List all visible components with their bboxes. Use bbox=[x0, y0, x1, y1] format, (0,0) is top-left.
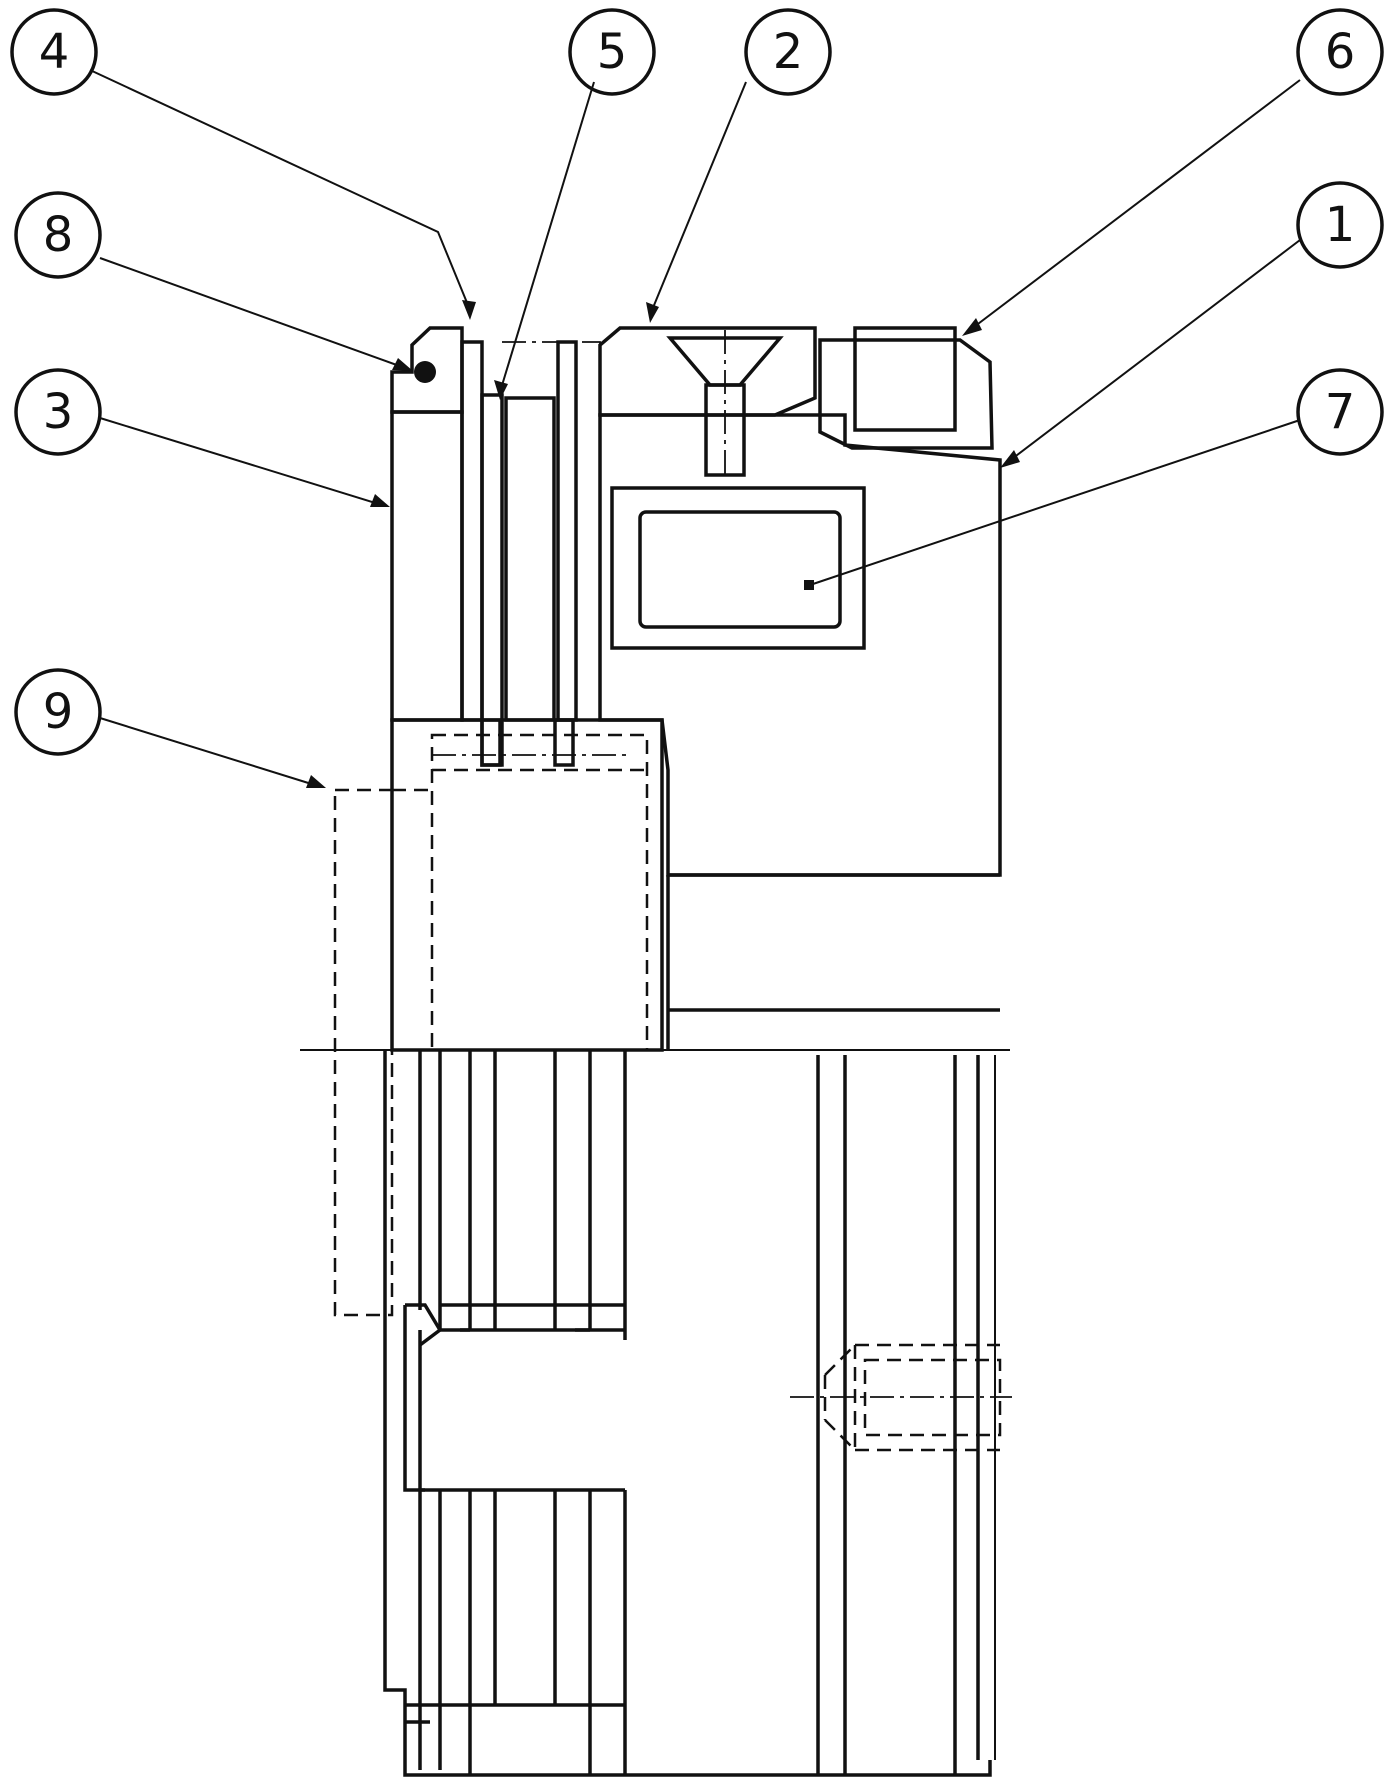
callout-label-1: 1 bbox=[1325, 197, 1356, 253]
part-7-coil bbox=[610, 486, 866, 650]
friction-disc-strips bbox=[460, 340, 578, 767]
leader-lines bbox=[89, 69, 1301, 788]
set-screw-hidden bbox=[790, 1343, 1012, 1452]
callout-4: 4 bbox=[10, 8, 98, 96]
part-1-magnet-body bbox=[598, 413, 1002, 877]
upper-section-view bbox=[333, 326, 1002, 1317]
shaft-bore-band bbox=[666, 873, 1000, 1050]
callout-label-9: 9 bbox=[43, 684, 74, 740]
part-2-armature bbox=[598, 326, 817, 480]
part-3-flange bbox=[390, 410, 464, 722]
o-ring-seal bbox=[414, 361, 436, 383]
callout-label-8: 8 bbox=[43, 207, 74, 263]
callout-9: 9 bbox=[14, 668, 102, 756]
callout-6: 6 bbox=[1296, 8, 1384, 96]
callout-label-6: 6 bbox=[1325, 24, 1356, 80]
callout-label-5: 5 bbox=[597, 24, 628, 80]
callout-8: 8 bbox=[14, 191, 102, 279]
callout-label-4: 4 bbox=[39, 24, 70, 80]
part-6-seal bbox=[818, 326, 994, 450]
callout-label-2: 2 bbox=[773, 24, 804, 80]
callout-label-3: 3 bbox=[43, 384, 74, 440]
callout-1: 1 bbox=[1296, 181, 1384, 269]
callout-7: 7 bbox=[1296, 368, 1384, 456]
lower-external-view bbox=[383, 1050, 1012, 1777]
callout-label-7: 7 bbox=[1325, 384, 1356, 440]
callout-2: 2 bbox=[744, 8, 832, 96]
callout-5: 5 bbox=[568, 8, 656, 96]
callout-3: 3 bbox=[14, 368, 102, 456]
